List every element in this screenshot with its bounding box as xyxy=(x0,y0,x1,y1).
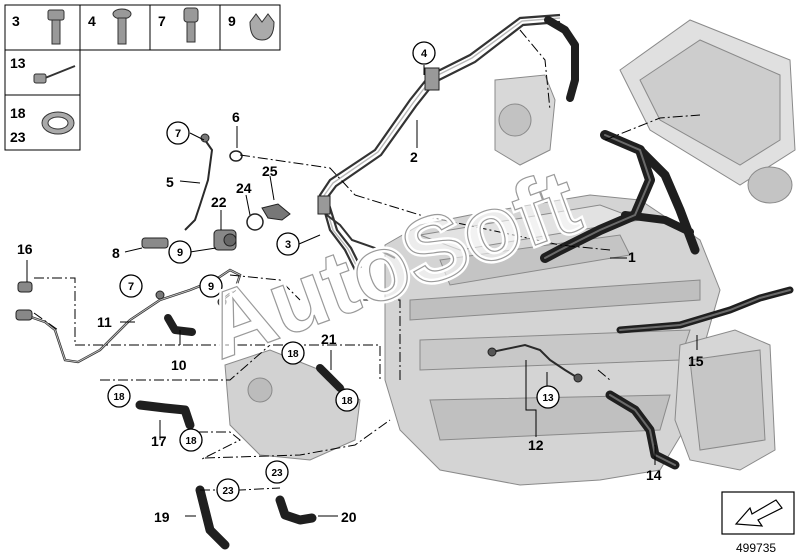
callout-19: 19 xyxy=(154,509,170,525)
callout-14: 14 xyxy=(646,467,662,483)
bolt-3-icon xyxy=(47,9,65,45)
callout-8: 8 xyxy=(112,245,120,261)
circled-callout-18: 18 xyxy=(107,384,131,408)
callout-25: 25 xyxy=(262,163,278,179)
callout-2: 2 xyxy=(410,149,418,165)
legend-label: 23 xyxy=(10,129,26,145)
svg-text:4: 4 xyxy=(421,48,428,60)
legend-label: 9 xyxy=(228,13,236,29)
hose-highlights xyxy=(544,134,791,466)
callout-16: 16 xyxy=(17,241,33,257)
svg-text:23: 23 xyxy=(271,468,283,479)
legend-label: 4 xyxy=(88,13,96,29)
callout-17: 17 xyxy=(151,433,167,449)
arrow-icon xyxy=(734,499,783,527)
clamp-18-23-icon xyxy=(41,111,75,135)
direction-indicator xyxy=(721,491,795,535)
circled-callout-7: 7 xyxy=(119,274,143,298)
svg-text:18: 18 xyxy=(341,396,353,407)
circled-callout-13: 13 xyxy=(536,385,560,409)
parts-legend: 3 4 7 9 13 18 23 xyxy=(4,4,281,151)
svg-text:18: 18 xyxy=(287,349,299,360)
callout-20: 20 xyxy=(341,509,357,525)
legend-label: 18 xyxy=(10,105,26,121)
legend-label: 7 xyxy=(158,13,166,29)
callout-11: 11 xyxy=(97,314,112,330)
oil-filter-module xyxy=(674,329,776,471)
callout-1: 1 xyxy=(628,249,636,265)
screw-4-icon xyxy=(112,8,132,45)
svg-text:3: 3 xyxy=(285,239,291,251)
assembly-lines xyxy=(33,29,701,491)
sensor-line-5 xyxy=(184,139,214,231)
engine-block xyxy=(384,194,721,486)
diagram-id: 499735 xyxy=(736,541,776,555)
circled-callout-4: 4 xyxy=(412,41,436,65)
circled-callout-18: 18 xyxy=(281,341,305,365)
svg-text:9: 9 xyxy=(177,247,183,259)
circled-callout-18: 18 xyxy=(179,428,203,452)
sensor-line-12 xyxy=(491,343,579,379)
legend-label: 3 xyxy=(12,13,20,29)
callouts-plain: 1 2 5 6 8 10 11 12 14 15 16 17 19 20 21 … xyxy=(17,109,704,525)
bolt-7-icon xyxy=(183,7,199,43)
legend-label: 13 xyxy=(10,55,26,71)
fuel-line-11-inner xyxy=(24,269,241,363)
circled-callout-9: 9 xyxy=(199,274,223,298)
callout-12: 12 xyxy=(528,437,544,453)
callout-15: 15 xyxy=(688,353,704,369)
circled-callout-3: 3 xyxy=(276,232,300,256)
cable-tie-13-icon xyxy=(33,65,76,84)
clamp-9-icon xyxy=(249,13,275,41)
callout-24: 24 xyxy=(236,180,252,196)
circled-callout-23: 23 xyxy=(265,460,289,484)
fuel-line-2b xyxy=(319,209,396,259)
intercooler xyxy=(619,19,796,204)
callout-21: 21 xyxy=(321,331,337,347)
circled-callout-7: 7 xyxy=(166,121,190,145)
svg-text:18: 18 xyxy=(113,392,125,403)
svg-text:18: 18 xyxy=(185,436,197,447)
turbocharger xyxy=(494,74,556,166)
circled-callout-18: 18 xyxy=(335,388,359,412)
callout-5: 5 xyxy=(166,174,174,190)
small-parts xyxy=(15,67,583,383)
leader-lines xyxy=(26,65,698,517)
callout-10: 10 xyxy=(171,357,187,373)
svg-text:7: 7 xyxy=(128,281,134,293)
circled-callout-9: 9 xyxy=(168,240,192,264)
callout-6: 6 xyxy=(232,109,240,125)
fuel-line-2 xyxy=(318,13,561,271)
callouts-circled: 4 3 7 9 7 9 18 18 xyxy=(107,41,560,502)
svg-text:23: 23 xyxy=(222,486,234,497)
svg-text:9: 9 xyxy=(208,281,214,293)
circled-callout-23: 23 xyxy=(216,478,240,502)
svg-text:13: 13 xyxy=(542,393,554,404)
fuel-line-2-inner xyxy=(322,17,561,270)
svg-text:7: 7 xyxy=(175,128,181,140)
callout-22: 22 xyxy=(211,194,227,210)
